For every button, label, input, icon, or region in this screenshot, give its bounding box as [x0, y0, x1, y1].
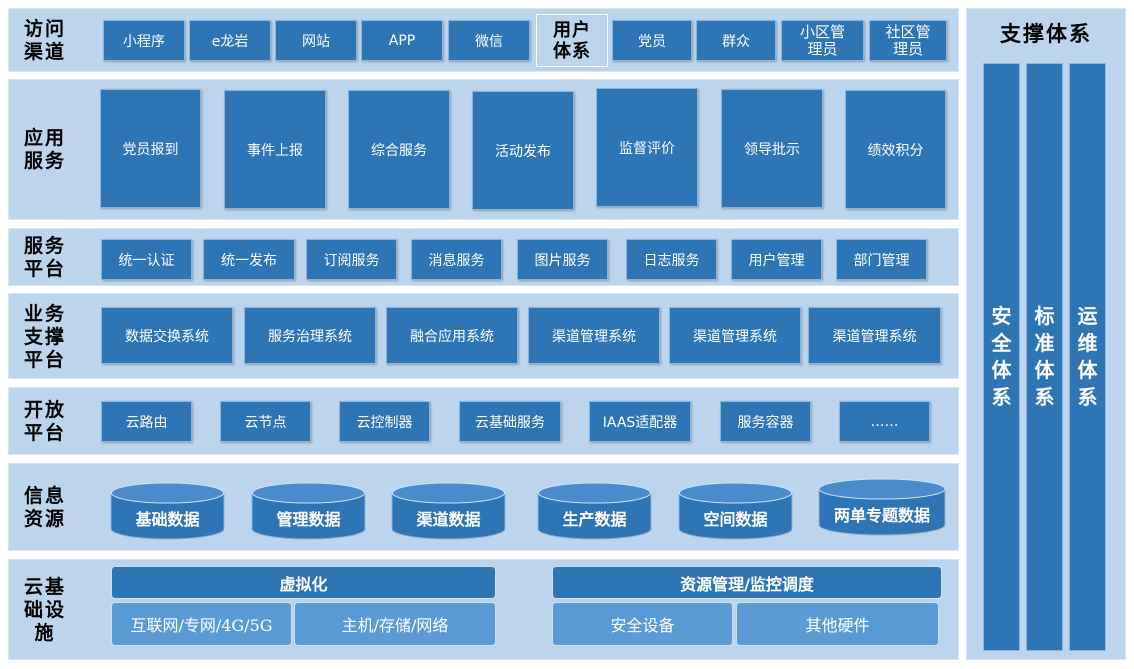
support-column-text: 运维体系 — [1077, 304, 1098, 409]
database-icon: 生产数据 — [537, 482, 652, 540]
database-icon: 渠道数据 — [391, 482, 506, 540]
app-item: 绩效积分 — [845, 90, 946, 209]
database-icon: 管理数据 — [251, 482, 366, 540]
access-item: 微信 — [448, 20, 530, 61]
virtualization-item: 主机/存储/网络 — [294, 602, 496, 646]
apps-label: 应用服务 — [14, 90, 76, 210]
access-item: 小程序 — [103, 20, 185, 61]
database-label: 管理数据 — [276, 510, 341, 529]
open-item: 云控制器 — [339, 401, 430, 442]
support-column: 标准体系 — [1026, 63, 1063, 651]
open-item: 云基础服务 — [459, 401, 561, 442]
open-item: IAAS适配器 — [589, 401, 691, 442]
apps-label-text: 应用服务 — [23, 127, 66, 172]
app-item: 活动发布 — [472, 91, 574, 210]
database-icon: 空间数据 — [678, 482, 793, 540]
resource-management-bar: 资源管理/监控调度 — [552, 566, 942, 599]
database-icon: 两单专题数据 — [818, 478, 946, 536]
database-label: 空间数据 — [703, 510, 768, 529]
service-item: 用户管理 — [731, 239, 822, 280]
resource-item: 安全设备 — [552, 602, 733, 646]
service-item: 订阅服务 — [306, 239, 397, 280]
open-item: 云路由 — [101, 401, 192, 442]
app-item: 党员报到 — [100, 89, 201, 208]
database-label: 基础数据 — [135, 510, 200, 529]
biz-label: 业务支撑平台 — [14, 297, 76, 377]
user-item: 小区管理员 — [781, 20, 864, 61]
service-item: 图片服务 — [517, 239, 608, 280]
user-item-text: 小区管理员 — [799, 22, 845, 58]
access-label-text: 访问渠道 — [23, 18, 66, 63]
biz-item: 服务治理系统 — [244, 307, 376, 364]
support-column: 运维体系 — [1069, 63, 1106, 651]
service-item: 日志服务 — [626, 239, 717, 280]
biz-label-text: 业务支撑平台 — [23, 302, 66, 371]
database-label: 生产数据 — [562, 510, 627, 529]
biz-item: 渠道管理系统 — [808, 307, 941, 364]
open-item: 服务容器 — [720, 401, 811, 442]
support-column-text: 标准体系 — [1034, 304, 1055, 409]
access-label: 访问渠道 — [14, 12, 76, 70]
virtualization-item: 互联网/专网/4G/5G — [111, 602, 292, 646]
user-item: 社区管理员 — [869, 20, 947, 61]
support-title: 支撑体系 — [1000, 21, 1092, 46]
database-label: 两单专题数据 — [833, 506, 930, 525]
service-item: 统一认证 — [101, 239, 192, 280]
service-item: 统一发布 — [203, 239, 295, 280]
open-item: 云节点 — [220, 401, 311, 442]
user-item: 群众 — [696, 20, 776, 61]
biz-item: 渠道管理系统 — [528, 307, 660, 364]
user-system-text: 用户体系 — [553, 19, 591, 62]
user-item-text: 社区管理员 — [885, 22, 931, 58]
service-label-text: 服务平台 — [23, 235, 66, 280]
cloud-label: 云基础设施 — [14, 563, 76, 658]
service-item: 部门管理 — [836, 239, 927, 280]
info-label-text: 信息资源 — [23, 485, 66, 530]
user-system-label: 用户体系 — [536, 14, 608, 67]
database-label: 渠道数据 — [416, 510, 481, 529]
open-label-text: 开放平台 — [23, 399, 66, 444]
app-item: 领导批示 — [721, 89, 823, 208]
access-item: e龙岩 — [189, 20, 271, 61]
database-icon: 基础数据 — [110, 482, 225, 540]
support-column-text: 安全体系 — [991, 304, 1012, 409]
support-column: 安全体系 — [983, 63, 1020, 651]
biz-item: 数据交换系统 — [101, 307, 233, 364]
app-item: 监督评价 — [596, 88, 698, 207]
biz-item: 融合应用系统 — [386, 307, 518, 364]
service-item: 消息服务 — [411, 239, 502, 280]
access-item: 网站 — [275, 20, 357, 61]
resource-item: 其他硬件 — [736, 602, 939, 646]
service-label: 服务平台 — [14, 232, 76, 284]
cloud-label-text: 云基础设施 — [23, 576, 66, 644]
app-item: 综合服务 — [348, 90, 450, 209]
app-item: 事件上报 — [224, 90, 326, 209]
virtualization-bar: 虚拟化 — [111, 566, 496, 599]
user-item: 党员 — [612, 20, 692, 61]
biz-item: 渠道管理系统 — [669, 307, 801, 364]
open-label: 开放平台 — [14, 391, 76, 453]
open-item: …… — [839, 401, 930, 442]
info-label: 信息资源 — [14, 467, 76, 549]
access-item: APP — [361, 20, 443, 61]
